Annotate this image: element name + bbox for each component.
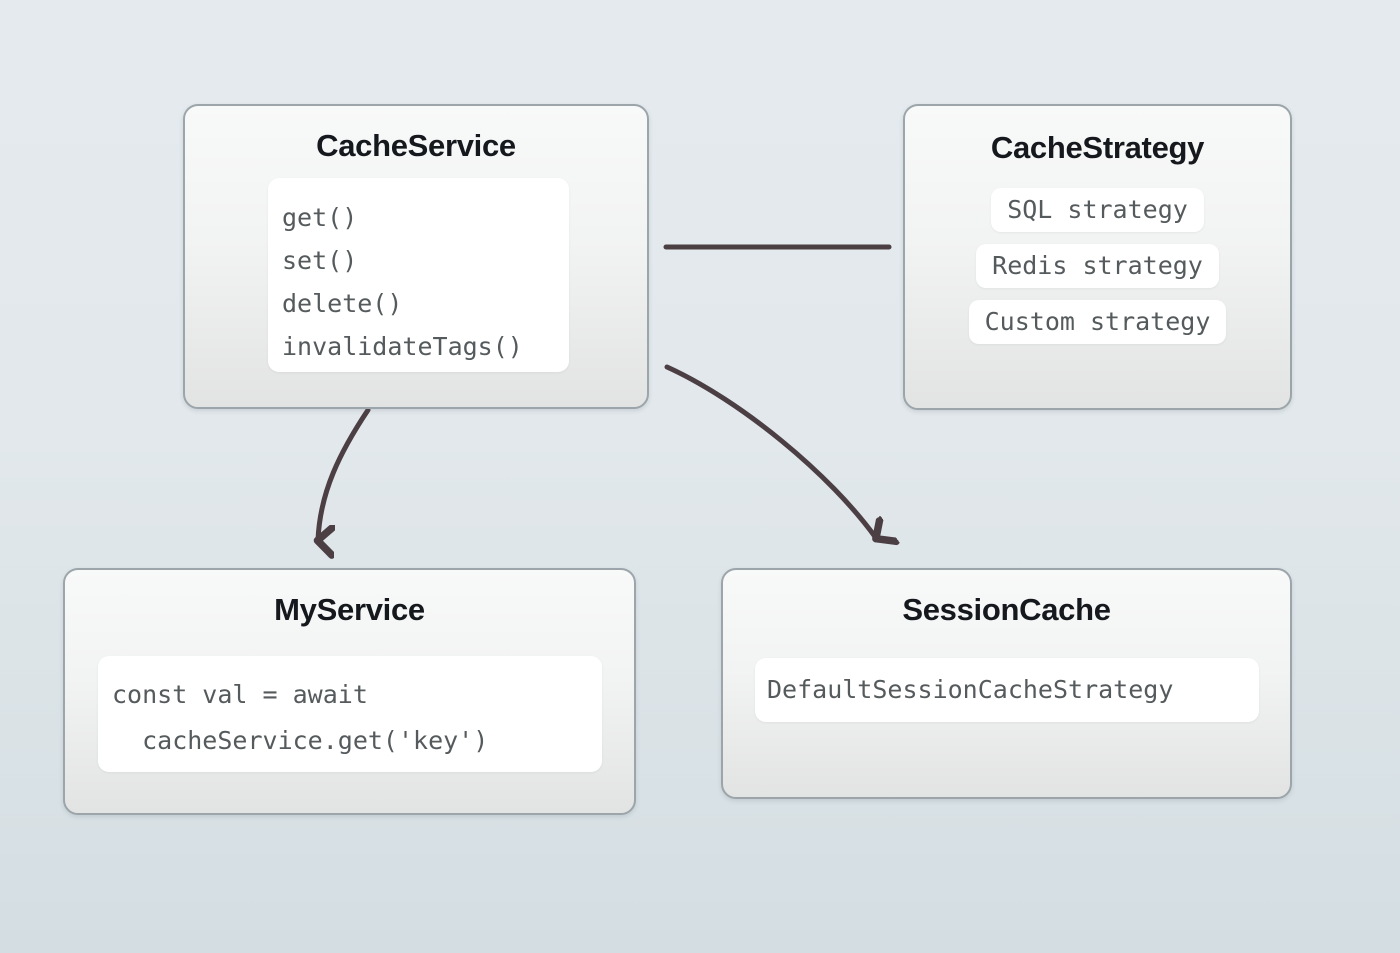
strategy-pill-sql: SQL strategy xyxy=(991,188,1204,232)
node-session-cache[interactable]: SessionCache DefaultSessionCacheStrategy xyxy=(721,568,1292,799)
node-my-service-title: MyService xyxy=(274,592,425,627)
node-cache-strategy-title: CacheStrategy xyxy=(990,130,1205,165)
method-item: get() xyxy=(282,203,358,232)
edge-cacheservice-myservice xyxy=(318,407,371,540)
method-item: delete() xyxy=(282,289,403,318)
my-service-code-panel: const val = await cacheService.get('key'… xyxy=(98,656,602,772)
node-session-cache-title: SessionCache xyxy=(902,592,1111,627)
code-line: cacheService.get('key') xyxy=(112,726,489,755)
strategy-list: SQL strategy Redis strategy Custom strat… xyxy=(905,188,1290,344)
code-line: const val = await xyxy=(112,680,368,709)
node-cache-service-title: CacheService xyxy=(316,128,516,163)
method-item: invalidateTags() xyxy=(282,332,523,361)
code-line: DefaultSessionCacheStrategy xyxy=(767,675,1174,704)
strategy-pill-redis: Redis strategy xyxy=(976,244,1219,288)
strategy-pill-custom: Custom strategy xyxy=(968,300,1227,344)
node-cache-strategy[interactable]: CacheStrategy SQL strategy Redis strateg… xyxy=(903,104,1292,410)
edge-cacheservice-sessioncache xyxy=(664,364,876,538)
session-cache-code-panel: DefaultSessionCacheStrategy xyxy=(755,658,1259,722)
cache-service-methods-panel: get() set() delete() invalidateTags() xyxy=(268,178,569,372)
node-cache-service[interactable]: CacheService get() set() delete() invali… xyxy=(183,104,649,409)
method-item: set() xyxy=(282,246,358,275)
node-my-service[interactable]: MyService const val = await cacheService… xyxy=(63,568,636,815)
